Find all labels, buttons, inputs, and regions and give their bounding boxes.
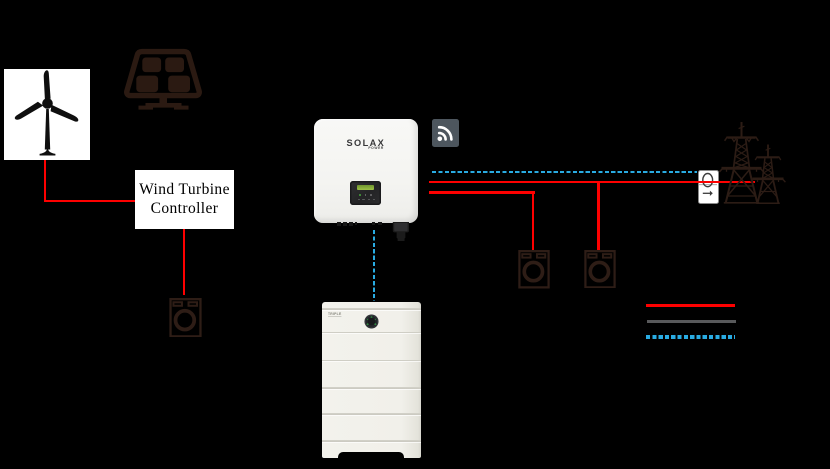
battery-base-notch: [337, 451, 404, 458]
cable-inverter-to-grid: [428, 180, 755, 184]
inverter-port: [342, 222, 347, 226]
cable-wind-to-controller-h: [43, 199, 136, 203]
battery-module-divider: [321, 331, 421, 334]
cable-inverter-to-load1-v: [531, 191, 534, 252]
legend-comm-line: [646, 335, 735, 339]
cable-comm-inverter-to-meter: [431, 170, 697, 173]
battery-module-divider: [321, 440, 421, 442]
battery-status-button: [364, 314, 379, 329]
inverter-brand-sub: POWER: [367, 146, 384, 151]
meter-arrow-icon: [702, 190, 713, 196]
inverter-port: [378, 222, 382, 225]
load-washer-1-icon: [518, 250, 550, 289]
inverter-button-mark: [372, 198, 376, 201]
battery-module-divider: [321, 308, 421, 310]
load-washer-2-icon: [583, 249, 616, 288]
cable-comm-inverter-to-battery: [372, 229, 375, 301]
inverter-led-green: [359, 193, 361, 196]
load-socket-icon: [168, 297, 202, 337]
inverter-brand-logo: SOLAX: [346, 137, 386, 148]
legend-signal-line: [646, 319, 736, 323]
legend-power-line: [646, 303, 735, 307]
cable-controller-to-load-v: [182, 228, 185, 295]
wind-turbine-controller: Wind Turbine Controller: [135, 170, 234, 229]
inverter-button-mark: [357, 198, 361, 201]
meter-dial-icon: [702, 172, 714, 188]
inverter: SOLAX POWER: [313, 119, 418, 226]
inverter-button-mark: [367, 198, 371, 201]
solar-panel-icon: [124, 48, 202, 110]
controller-label-line2: Controller: [150, 199, 219, 217]
cable-wind-to-controller-v: [43, 159, 47, 201]
cable-grid-line-to-load2-v: [597, 181, 600, 250]
inverter-port: [349, 222, 353, 226]
wind-turbine-box: [3, 69, 90, 160]
inverter-ac-connector: [392, 221, 409, 241]
wifi-icon: [432, 119, 459, 147]
inverter-port: [371, 222, 376, 225]
battery-module-divider: [321, 413, 421, 415]
inverter-button-mark: [362, 198, 365, 201]
inverter-port: [354, 222, 358, 225]
battery-module-divider: [321, 359, 421, 362]
battery-brand-logo: TRIPLE: [327, 311, 341, 317]
inverter-led: [364, 193, 367, 196]
battery-tower: TRIPLE: [321, 302, 421, 458]
cable-inverter-to-load1-h: [428, 191, 535, 194]
inverter-lcd-screen: [357, 184, 374, 190]
legend: [646, 303, 736, 343]
transmission-towers-icon: [718, 122, 786, 204]
inverter-led: [369, 193, 372, 196]
inverter-port: [336, 222, 341, 226]
battery-module-divider: [321, 387, 421, 389]
controller-label-line1: Wind Turbine: [139, 181, 230, 198]
inverter-display-panel: [350, 180, 381, 205]
wind-turbine-icon: [14, 70, 78, 156]
energy-meter: [698, 170, 719, 204]
